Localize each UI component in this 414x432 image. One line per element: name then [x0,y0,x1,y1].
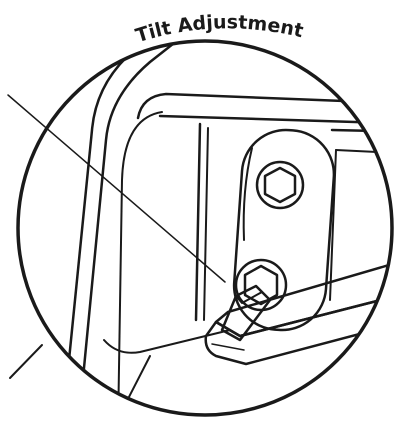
upper-bolt-washer [255,160,305,210]
upper-bolt [255,160,305,210]
bracket-plate [136,92,392,120]
link-plate-shadow [242,147,253,241]
slotted-link-plate [232,128,336,332]
bracket-plate-bottom [103,329,231,354]
hex-key-wrench [204,254,392,366]
leader-line-bottom [9,344,43,379]
lower-frame-line [111,355,151,415]
wrench-short-arm-face [235,285,263,304]
bracket-plate-edge [117,111,163,415]
magnified-detail [60,41,392,415]
channel-left [194,122,202,322]
frame-post-inner [76,41,180,415]
wrench-bend-highlight [211,343,245,351]
lower-hex-bolt-icon [243,264,279,306]
hex-bolt-icon [263,166,297,204]
channel-right [203,127,209,321]
magnifier-callout-circle [16,39,394,417]
leader-line-top [7,94,226,283]
bracket-plate-front [158,114,392,126]
rail-right-upper [330,128,392,134]
wrench-long-arm-underside [204,288,392,366]
